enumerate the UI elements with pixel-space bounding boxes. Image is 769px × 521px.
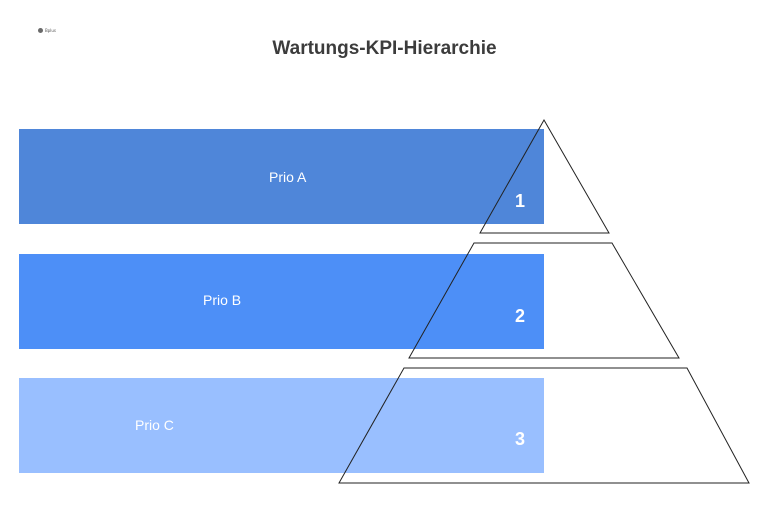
pyramid-segment-middle [408, 242, 680, 359]
bar-label-prio-c: Prio C [135, 417, 174, 433]
logo: Bplus [38, 28, 56, 33]
logo-text: Bplus [45, 28, 57, 33]
level-number-3: 3 [515, 429, 526, 449]
level-number-1: 1 [515, 191, 526, 211]
pyramid-segment-top [479, 118, 610, 234]
page-title: Wartungs-KPI-Hierarchie [272, 38, 497, 59]
logo-icon [38, 28, 43, 33]
bar-prio-c: Prio C 3 [19, 378, 544, 473]
bar-prio-a: Prio A 1 [19, 129, 544, 224]
pyramid-segment-bottom [338, 367, 750, 484]
level-number-2: 2 [515, 306, 526, 326]
bar-label-prio-b: Prio B [203, 292, 242, 308]
bar-label-prio-a: Prio A [269, 169, 307, 185]
bar-prio-b: Prio B 2 [19, 254, 544, 349]
